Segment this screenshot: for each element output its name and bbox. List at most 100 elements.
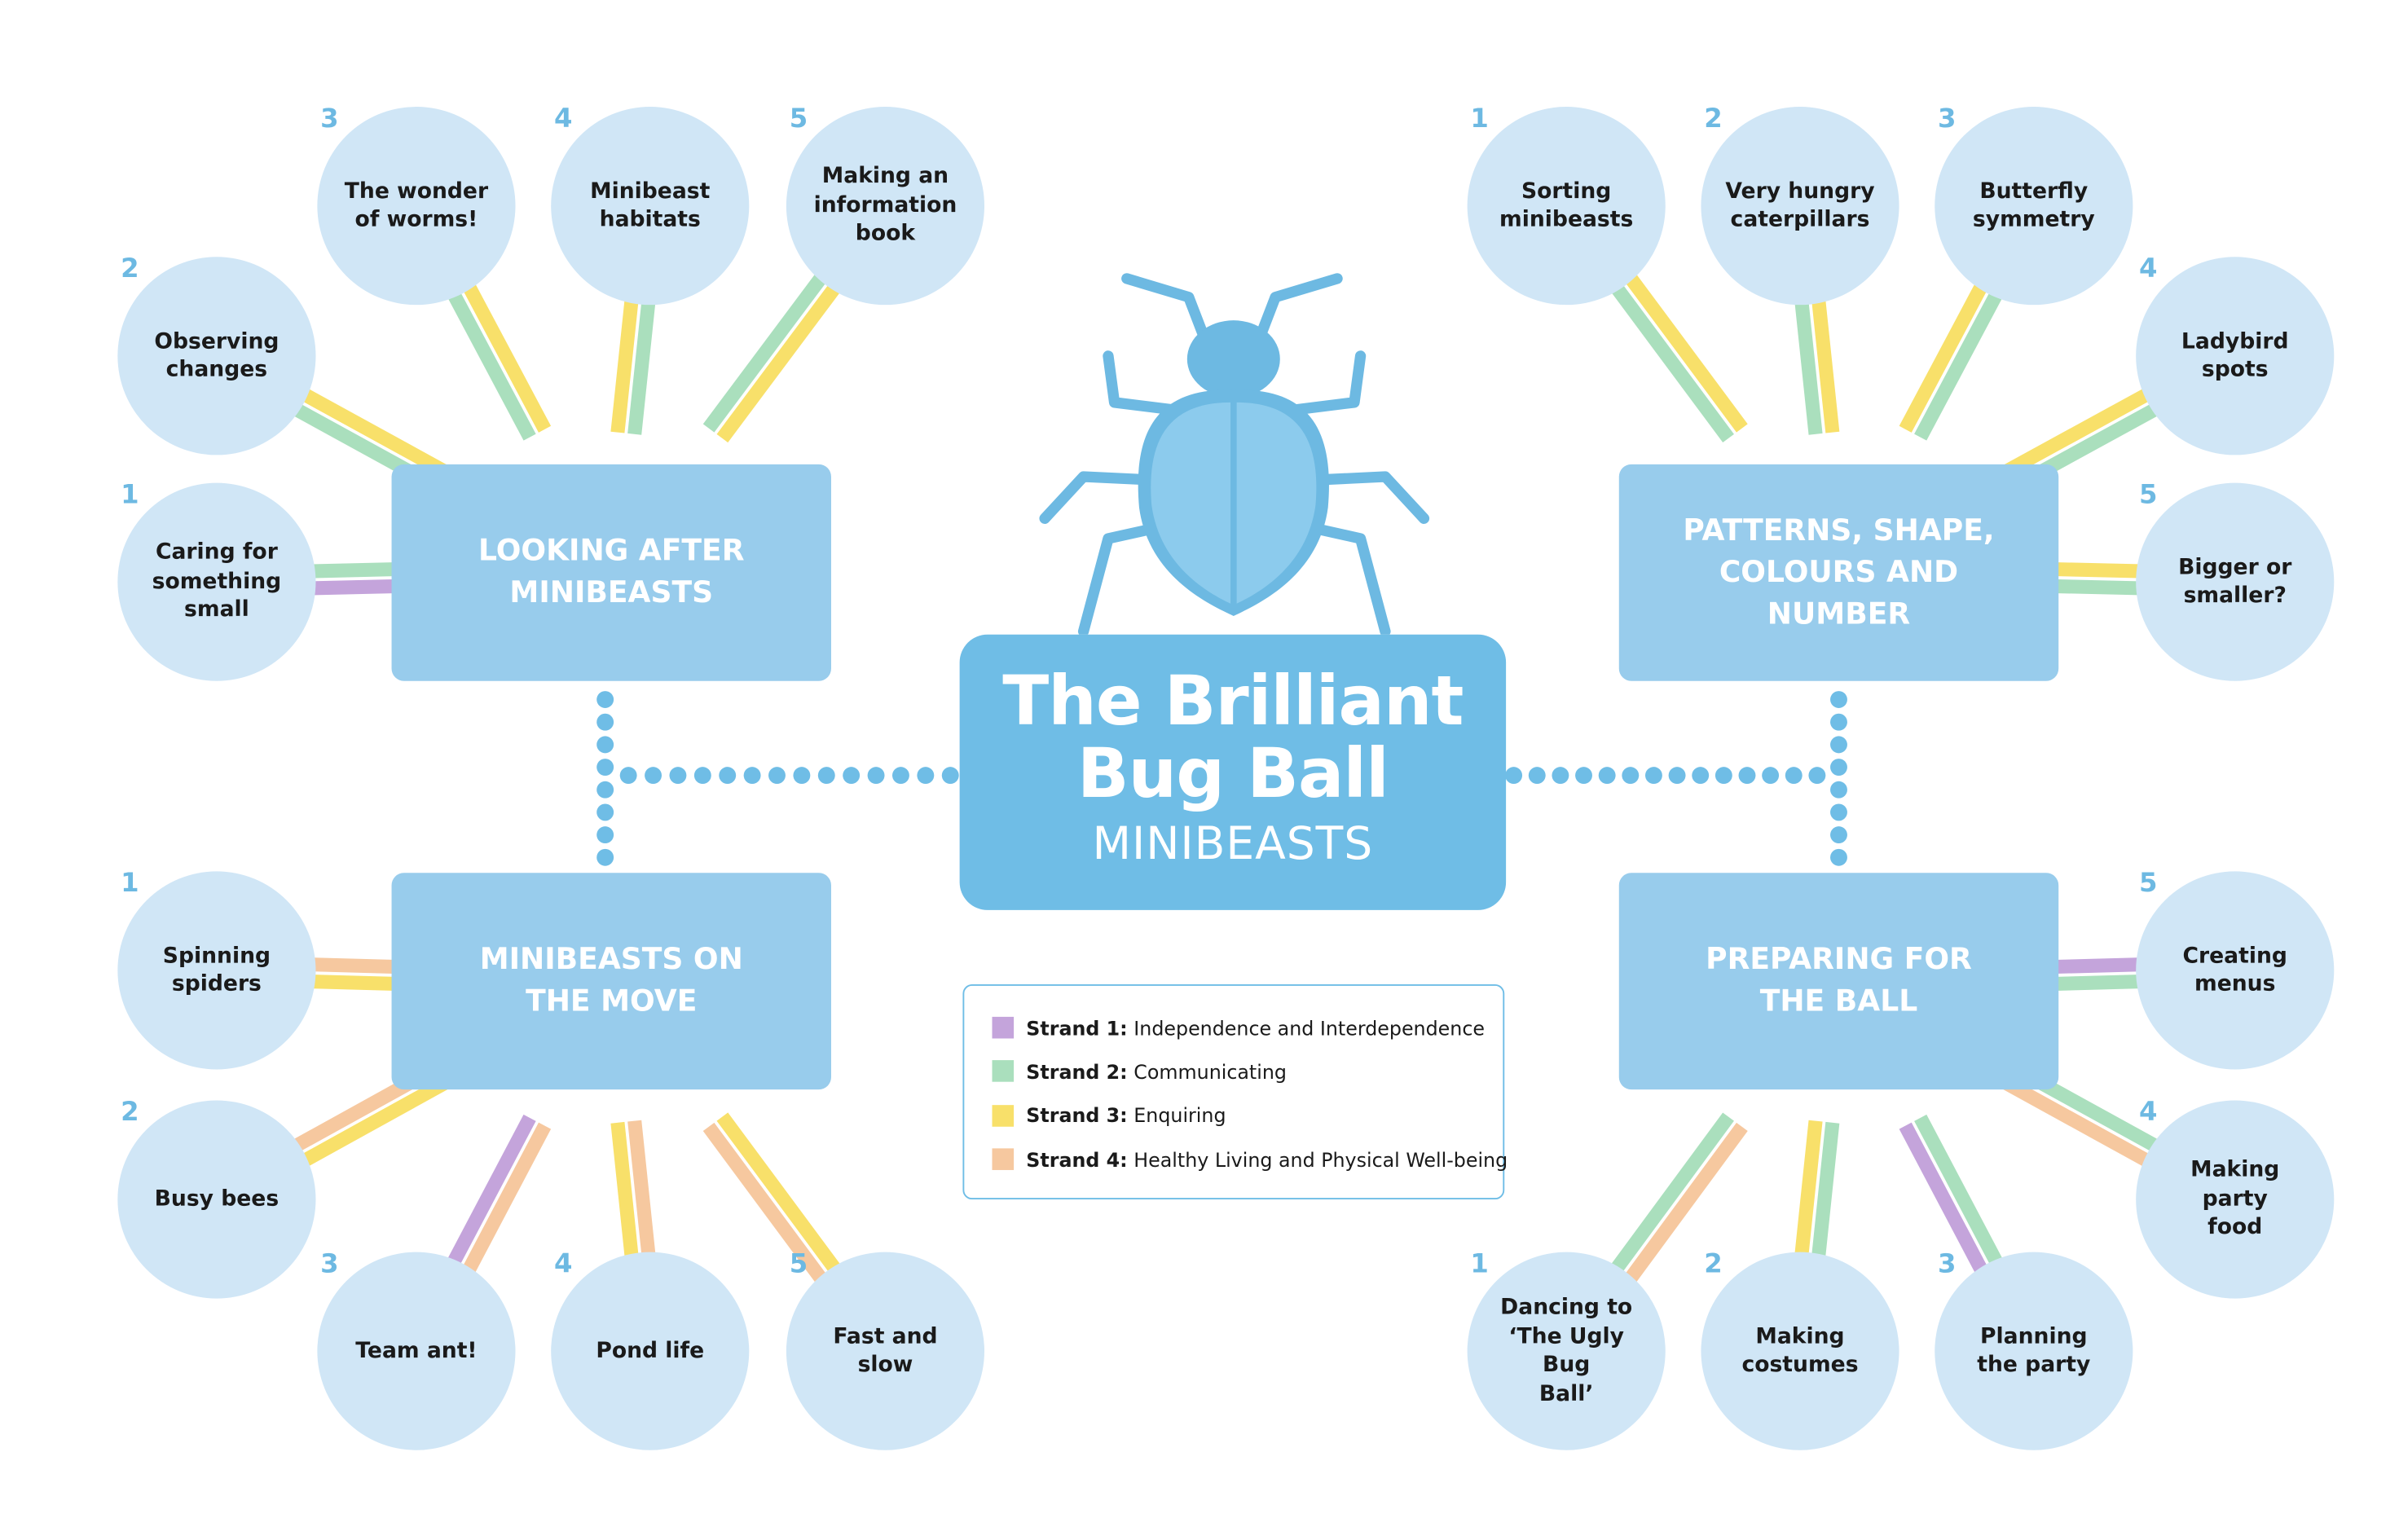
- legend-row-strand-3: Strand 3: Enquiring: [992, 1093, 1503, 1137]
- connector-dot: [596, 736, 614, 754]
- connector-dot: [941, 767, 959, 785]
- activity-number: 5: [789, 1248, 808, 1280]
- activity-label-line: Making party: [2190, 1158, 2280, 1212]
- legend-swatch: [992, 1017, 1015, 1039]
- legend-swatch: [992, 1148, 1015, 1171]
- legend-row-strand-1: Strand 1: Independence and Interdependen…: [992, 1006, 1503, 1050]
- connector-dot: [1622, 767, 1640, 785]
- activity-number: 1: [1470, 103, 1489, 135]
- activity-number: 2: [1704, 103, 1723, 135]
- connector-dot: [1692, 767, 1710, 785]
- activity-label-line: Dancing to: [1500, 1295, 1633, 1321]
- activity-on-the-move-2: Busy bees: [117, 1100, 316, 1299]
- topic-title: PREPARING FOR THE BALL: [1706, 939, 1972, 1023]
- activity-label-line: small: [184, 597, 249, 623]
- activity-label-line: information: [813, 192, 957, 218]
- connector-dot: [1808, 767, 1826, 785]
- activity-label-line: the party: [1977, 1353, 2091, 1378]
- legend-row-strand-2: Strand 2: Communicating: [992, 1049, 1503, 1093]
- activity-label: Minibeast habitats: [590, 177, 710, 234]
- activity-number: 1: [1470, 1248, 1489, 1280]
- activity-label-line: ‘The Ugly Bug: [1508, 1323, 1624, 1378]
- connector-dot: [596, 691, 614, 708]
- activity-number: 2: [121, 253, 139, 285]
- connector-dot: [1830, 736, 1847, 754]
- activity-label: Team ant!: [355, 1337, 477, 1366]
- connector-dot: [596, 848, 614, 866]
- topic-title-line: MINIBEASTS ON: [479, 942, 743, 977]
- activity-label-line: Ladybird: [2181, 328, 2289, 354]
- connector-dot: [719, 767, 737, 785]
- activity-label-line: Ball’: [1538, 1381, 1594, 1406]
- connector-dot: [743, 767, 761, 785]
- topic-title: PATTERNS, SHAPE,COLOURS AND NUMBER: [1650, 510, 2027, 636]
- connector-dot: [1668, 767, 1686, 785]
- activity-label-line: Making an: [821, 164, 949, 190]
- central-title: The Brilliant Bug Ball: [960, 666, 1506, 812]
- connector-dot: [1830, 826, 1847, 844]
- legend-strand-name: Strand 1:: [1026, 1016, 1128, 1040]
- activity-label-line: habitats: [599, 207, 701, 232]
- topic-title-line: THE BALL: [1759, 984, 1918, 1019]
- legend-strand-desc: Independence and Interdependence: [1133, 1016, 1485, 1040]
- connector-dot: [867, 767, 885, 785]
- topic-patterns: PATTERNS, SHAPE,COLOURS AND NUMBER: [1618, 464, 2059, 681]
- connector-dot: [693, 767, 711, 785]
- activity-label-line: of worms!: [354, 207, 478, 232]
- connector-dot: [619, 767, 637, 785]
- activity-label: The wonder of worms!: [345, 177, 488, 234]
- activity-label-line: caterpillars: [1730, 207, 1870, 232]
- topic-title-line: PREPARING FOR: [1706, 942, 1972, 977]
- connector-dot: [768, 767, 786, 785]
- activity-looking-after-4: Minibeast habitats: [551, 107, 750, 306]
- central-subtitle: MINIBEASTS: [1092, 816, 1374, 870]
- activity-label-line: something: [152, 569, 282, 594]
- connector-dot: [596, 826, 614, 844]
- connector-dot: [645, 767, 662, 785]
- activity-on-the-move-3: Team ant!: [317, 1252, 516, 1450]
- activity-looking-after-1: Caring for something small: [117, 482, 316, 681]
- connector-dot: [1830, 803, 1847, 821]
- activity-label-line: The wonder: [344, 178, 489, 204]
- beetle-icon: [1037, 263, 1432, 637]
- activity-number: 3: [1938, 103, 1957, 135]
- topic-preparing: PREPARING FOR THE BALL: [1618, 873, 2059, 1090]
- activity-label-line: spiders: [171, 971, 262, 997]
- connector-dot: [1715, 767, 1732, 785]
- activity-label: Pond life: [596, 1337, 704, 1366]
- connector-dot: [1644, 767, 1662, 785]
- activity-label-line: Caring for: [155, 540, 278, 565]
- activity-label-line: menus: [2194, 971, 2276, 997]
- activity-number: 4: [2138, 253, 2158, 285]
- activity-label-line: Minibeast: [590, 178, 711, 204]
- activity-number: 1: [121, 479, 139, 511]
- activity-label-line: Observing: [154, 328, 280, 354]
- connector-dot: [1762, 767, 1780, 785]
- activity-looking-after-3: The wonder of worms!: [317, 107, 516, 306]
- connector-dot: [843, 767, 861, 785]
- connector-dot: [596, 781, 614, 799]
- connector-dot: [1528, 767, 1546, 785]
- activity-on-the-move-4: Pond life: [551, 1252, 750, 1450]
- connector-dot: [1575, 767, 1592, 785]
- legend-row-strand-4: Strand 4: Healthy Living and Physical We…: [992, 1137, 1508, 1181]
- activity-label-line: Planning: [1980, 1323, 2088, 1349]
- activity-label-line: Spinning: [162, 943, 271, 969]
